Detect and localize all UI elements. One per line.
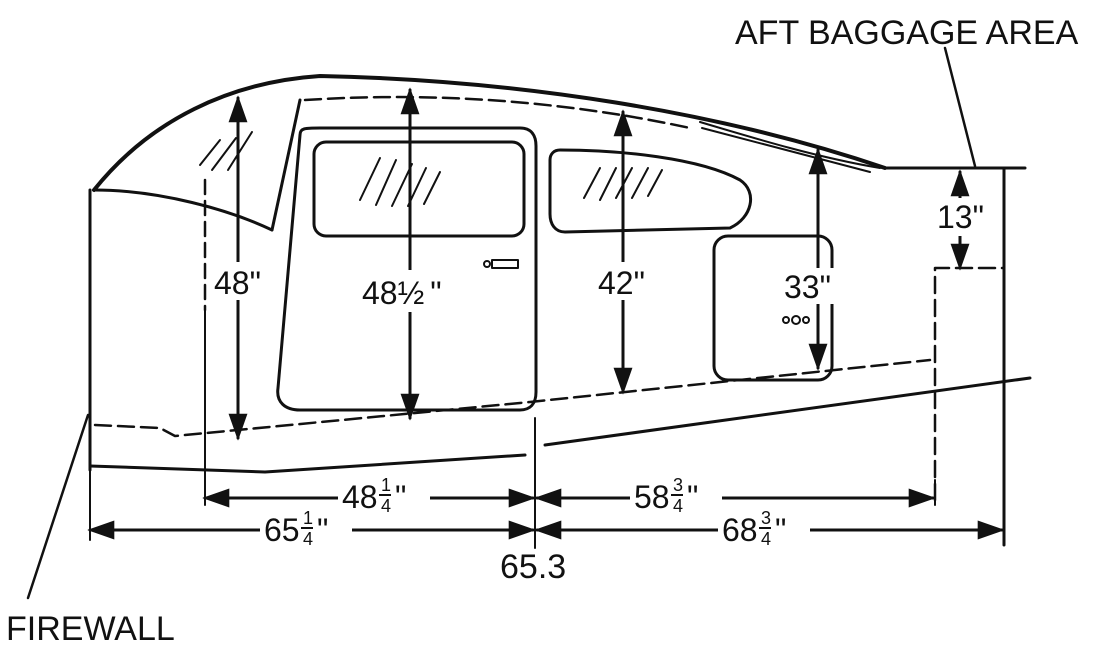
- svg-text:68: 68: [722, 512, 758, 548]
- leader-lines: [26, 46, 977, 600]
- svg-text:": ": [775, 512, 786, 548]
- svg-text:": ": [317, 512, 328, 548]
- fuselage-outline: [88, 74, 1032, 547]
- svg-text:": ": [395, 479, 406, 515]
- front-seat-height: 48": [214, 265, 261, 301]
- rear-seat-height: 42": [598, 265, 645, 301]
- labels: AFT BAGGAGE AREA FIREWALL 65.3 48" 48½" …: [6, 14, 1079, 648]
- svg-text:1: 1: [303, 508, 313, 528]
- station-label: 65.3: [500, 548, 566, 586]
- svg-text:4: 4: [303, 529, 313, 549]
- baggage-step-height: 13": [937, 199, 984, 235]
- svg-text:48: 48: [342, 479, 378, 515]
- rear-window-height: 33": [784, 269, 831, 305]
- svg-text:3: 3: [673, 475, 683, 495]
- svg-text:4: 4: [673, 496, 683, 516]
- svg-text:58: 58: [634, 479, 670, 515]
- svg-text:65: 65: [264, 512, 300, 548]
- height-dimensions: [228, 87, 970, 441]
- svg-text:4: 4: [381, 496, 391, 516]
- svg-text:4: 4: [761, 529, 771, 549]
- door-height: 48½": [362, 275, 442, 311]
- aft-total-width: 68 3 4 ": [722, 508, 786, 549]
- front-total-width: 65 1 4 ": [264, 508, 328, 549]
- svg-text:3: 3: [761, 508, 771, 528]
- aft-baggage-area-label: AFT BAGGAGE AREA: [735, 14, 1079, 52]
- svg-text:1: 1: [381, 475, 391, 495]
- svg-text:": ": [687, 479, 698, 515]
- firewall-label: FIREWALL: [6, 610, 175, 648]
- width-dimensions: [87, 309, 1005, 549]
- rear-width: 58 3 4 ": [634, 475, 698, 516]
- door-width: 48 1 4 ": [342, 475, 406, 516]
- windows-and-doors: [199, 121, 1006, 502]
